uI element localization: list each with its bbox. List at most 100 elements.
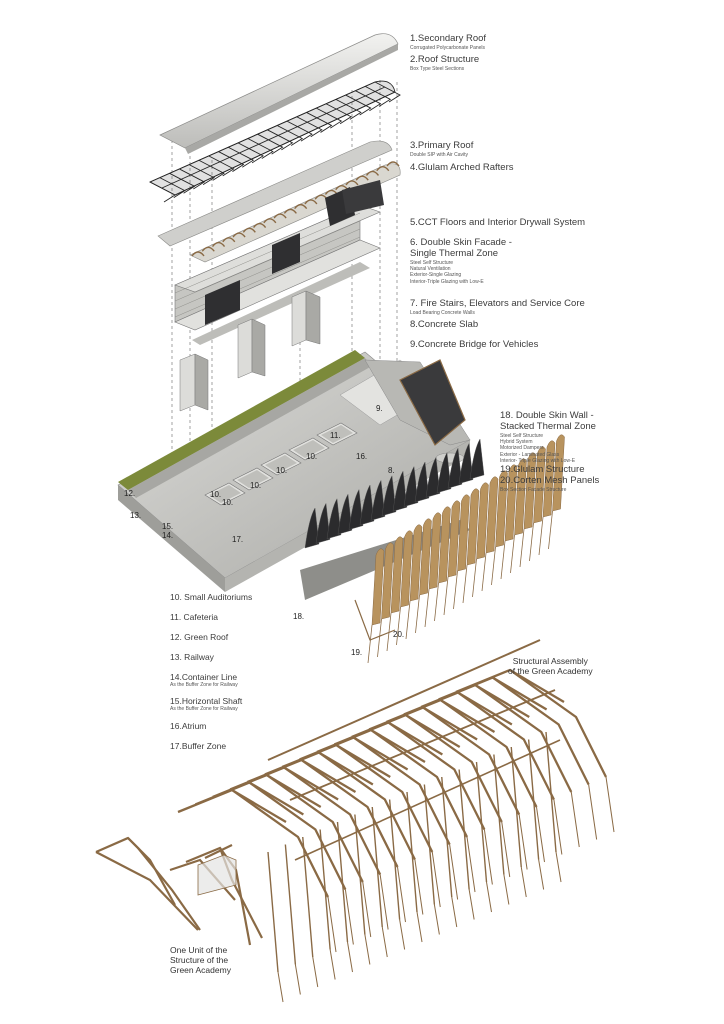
legend-item: 16.Atrium xyxy=(170,720,207,731)
column xyxy=(302,836,314,958)
support-leg xyxy=(367,624,373,664)
label-secondary-roof: 1.Secondary Roof Corrugated Polycarbonat… xyxy=(410,33,487,51)
rafter-rib xyxy=(191,251,205,257)
column xyxy=(319,829,331,950)
outer-leg xyxy=(605,776,615,833)
corten-panel xyxy=(409,524,423,602)
longitudinal-beam xyxy=(289,689,556,801)
support-leg xyxy=(548,510,553,550)
column-foot xyxy=(503,874,510,905)
outer-leg xyxy=(501,821,511,878)
outer-leg xyxy=(466,836,476,893)
outer-leg xyxy=(397,866,406,923)
auditorium-seating xyxy=(209,485,241,503)
rafter-rib xyxy=(365,170,380,176)
outer-leg xyxy=(588,784,598,840)
rafter-rib xyxy=(201,246,215,252)
support-leg xyxy=(510,534,515,574)
column-foot xyxy=(277,971,284,1003)
corten-panel xyxy=(400,530,413,608)
column-foot xyxy=(381,926,388,958)
num-bridge: 9. xyxy=(376,404,383,413)
steel-rib xyxy=(188,164,216,185)
structure-unit xyxy=(95,836,263,946)
auditorium-seating xyxy=(237,470,269,488)
floor-line xyxy=(174,212,361,294)
label-concrete-slab: 8.Concrete Slab xyxy=(410,319,479,330)
rafter-leg xyxy=(491,676,590,786)
glass-panel xyxy=(348,488,364,530)
glass-panel xyxy=(436,452,452,494)
rafter-rib xyxy=(263,218,277,224)
legend-item: 11. Cafeteria xyxy=(170,612,219,622)
glass-panel xyxy=(359,484,375,526)
corten-panel xyxy=(466,488,480,566)
column-foot xyxy=(347,941,353,973)
roof-steel-structure xyxy=(148,80,401,203)
rafter-leg xyxy=(352,736,451,846)
outer-leg xyxy=(327,896,337,953)
glass-panel xyxy=(458,442,474,484)
primary-roof xyxy=(157,140,393,247)
rafter-leg xyxy=(422,706,521,816)
legend-item: 13. Railway xyxy=(170,652,214,662)
outer-leg xyxy=(553,799,563,855)
steel-rib xyxy=(306,112,333,133)
outer-leg xyxy=(362,881,372,938)
rafter-rib xyxy=(345,180,359,186)
column-foot xyxy=(312,956,319,988)
rafter-leg xyxy=(439,699,538,808)
steel-rib xyxy=(149,181,176,203)
column xyxy=(493,754,505,875)
rafter-leg xyxy=(283,766,382,876)
steel-rib xyxy=(286,120,313,142)
glass-panel xyxy=(337,493,353,535)
num-auditorium: 10. xyxy=(276,466,288,475)
corten-panel xyxy=(428,512,442,590)
steel-rib xyxy=(247,138,274,159)
steel-rib xyxy=(365,85,392,107)
column xyxy=(458,769,470,890)
num-slab: 8. xyxy=(388,466,395,475)
column xyxy=(527,739,540,860)
label-double-skin-wall: 18. Double Skin Wall - Stacked Thermal Z… xyxy=(500,410,596,464)
column-foot xyxy=(451,896,458,928)
steel-rib xyxy=(276,125,304,146)
glass-panel xyxy=(304,507,320,549)
glass-panel xyxy=(469,438,485,480)
glass-panel xyxy=(326,498,342,540)
legend-item: 10. Small Auditoriums xyxy=(170,592,253,602)
glass-panel xyxy=(370,479,386,521)
secondary-roof xyxy=(159,33,399,154)
auditorium-seating xyxy=(265,455,297,473)
rafter-rib xyxy=(232,232,246,238)
corten-panel xyxy=(438,506,451,584)
glass-panel xyxy=(425,456,441,498)
steel-rib xyxy=(237,142,264,164)
column xyxy=(423,784,436,905)
corten-panel xyxy=(457,494,470,572)
column-foot xyxy=(433,904,440,935)
rafter-leg xyxy=(474,684,573,793)
rafter-leg xyxy=(300,759,399,868)
num-buffer-zone: 17. xyxy=(232,535,244,544)
num-auditorium: 10. xyxy=(250,481,262,490)
glass-panel xyxy=(392,470,408,512)
num-corten-mesh: 20. xyxy=(393,630,405,639)
outer-leg xyxy=(344,889,354,945)
floor-line xyxy=(174,220,361,302)
column-foot xyxy=(468,889,475,920)
corten-panel xyxy=(514,458,527,536)
steel-rib xyxy=(257,133,284,155)
floors-and-facade xyxy=(174,180,384,345)
rafter-rib xyxy=(211,241,226,247)
corten-panel xyxy=(476,482,489,560)
column xyxy=(371,806,383,928)
steel-rib xyxy=(159,177,186,199)
legend-item: 12. Green Roof xyxy=(170,632,229,642)
ridge-beam xyxy=(267,639,541,761)
corten-panel xyxy=(495,470,508,548)
outer-leg xyxy=(483,829,493,885)
service-cores xyxy=(179,290,321,412)
